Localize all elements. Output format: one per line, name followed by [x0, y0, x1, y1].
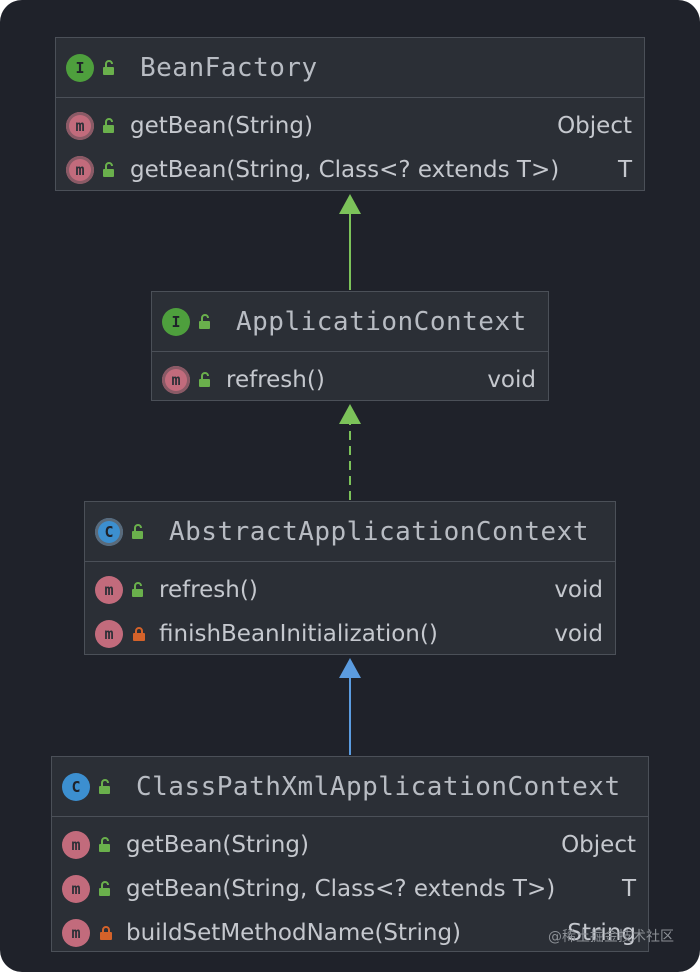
public-lock-icon: [198, 372, 214, 388]
method-icon: m: [162, 366, 190, 394]
public-lock-icon: [131, 582, 147, 598]
method-row[interactable]: m buildSetMethodName(String) String: [52, 911, 648, 955]
method-return-type: Object: [561, 832, 636, 858]
method-signature: getBean(String, Class<? extends T>): [126, 876, 556, 902]
class-box-beanfactory[interactable]: I BeanFactory m getBean(String) Object m…: [55, 37, 645, 191]
public-lock-icon: [198, 313, 214, 330]
class-header: I ApplicationContext: [152, 292, 548, 352]
method-row[interactable]: m getBean(String, Class<? extends T>) T: [56, 148, 644, 192]
method-return-type: void: [487, 367, 536, 393]
interface-kind-icon: I: [162, 307, 190, 336]
class-name: ApplicationContext: [236, 306, 527, 337]
public-lock-icon: [98, 778, 114, 795]
method-signature: refresh(): [159, 577, 258, 603]
public-lock-icon: [102, 59, 118, 76]
method-icon: m: [66, 156, 94, 184]
class-header: C ClassPathXmlApplicationContext: [52, 757, 648, 817]
method-row[interactable]: m refresh() void: [85, 568, 615, 612]
method-icon: m: [66, 112, 94, 140]
method-row[interactable]: m refresh() void: [152, 358, 548, 402]
method-signature: getBean(String): [126, 832, 309, 858]
method-return-type: Object: [557, 113, 632, 139]
public-lock-icon: [131, 523, 147, 540]
public-lock-icon: [102, 118, 118, 134]
method-signature: refresh(): [226, 367, 325, 393]
method-list: m refresh() void: [152, 352, 548, 408]
arrowhead-abstractapplicationcontext: [339, 658, 361, 678]
method-row[interactable]: m getBean(String, Class<? extends T>) T: [52, 867, 648, 911]
method-row[interactable]: m getBean(String) Object: [52, 823, 648, 867]
class-box-abstractapplicationcontext[interactable]: C AbstractApplicationContext m refresh()…: [84, 501, 616, 655]
class-header: C AbstractApplicationContext: [85, 502, 615, 562]
method-icon: m: [62, 831, 90, 859]
method-list: m refresh() void m finishBeanInitializat…: [85, 562, 615, 662]
method-signature: getBean(String): [130, 113, 313, 139]
method-row[interactable]: m getBean(String) Object: [56, 104, 644, 148]
class-kind-icon: C: [62, 772, 90, 801]
class-box-applicationcontext[interactable]: I ApplicationContext m refresh() void: [151, 291, 549, 401]
method-return-type: T: [621, 876, 636, 902]
method-list: m getBean(String) Object m getBean(Strin…: [52, 817, 648, 961]
method-list: m getBean(String) Object m getBean(Strin…: [56, 98, 644, 198]
class-name: ClassPathXmlApplicationContext: [136, 771, 621, 802]
method-return-type: T: [617, 157, 632, 183]
method-return-type: String: [567, 920, 636, 946]
class-name: BeanFactory: [140, 52, 318, 83]
method-signature: buildSetMethodName(String): [126, 920, 462, 946]
class-header: I BeanFactory: [56, 38, 644, 98]
interface-kind-icon: I: [66, 53, 94, 82]
method-return-type: void: [554, 621, 603, 647]
public-lock-icon: [98, 837, 114, 853]
method-icon: m: [62, 875, 90, 903]
method-signature: getBean(String, Class<? extends T>): [130, 157, 560, 183]
abstract-class-kind-icon: C: [95, 517, 123, 546]
protected-lock-icon: [131, 626, 147, 642]
method-return-type: void: [554, 577, 603, 603]
method-icon: m: [62, 919, 90, 947]
method-signature: finishBeanInitialization(): [159, 621, 438, 647]
public-lock-icon: [98, 881, 114, 897]
arrowhead-applicationcontext: [339, 404, 361, 424]
private-lock-icon: [98, 925, 114, 941]
method-icon: m: [95, 620, 123, 648]
watermark: @稀土掘金技术社区: [548, 929, 674, 945]
arrowhead-beanfactory: [339, 194, 361, 214]
class-name: AbstractApplicationContext: [169, 516, 589, 547]
method-icon: m: [95, 576, 123, 604]
public-lock-icon: [102, 162, 118, 178]
method-row[interactable]: m finishBeanInitialization() void: [85, 612, 615, 656]
class-box-classpathxmlapplicationcontext[interactable]: C ClassPathXmlApplicationContext m getBe…: [51, 756, 649, 952]
